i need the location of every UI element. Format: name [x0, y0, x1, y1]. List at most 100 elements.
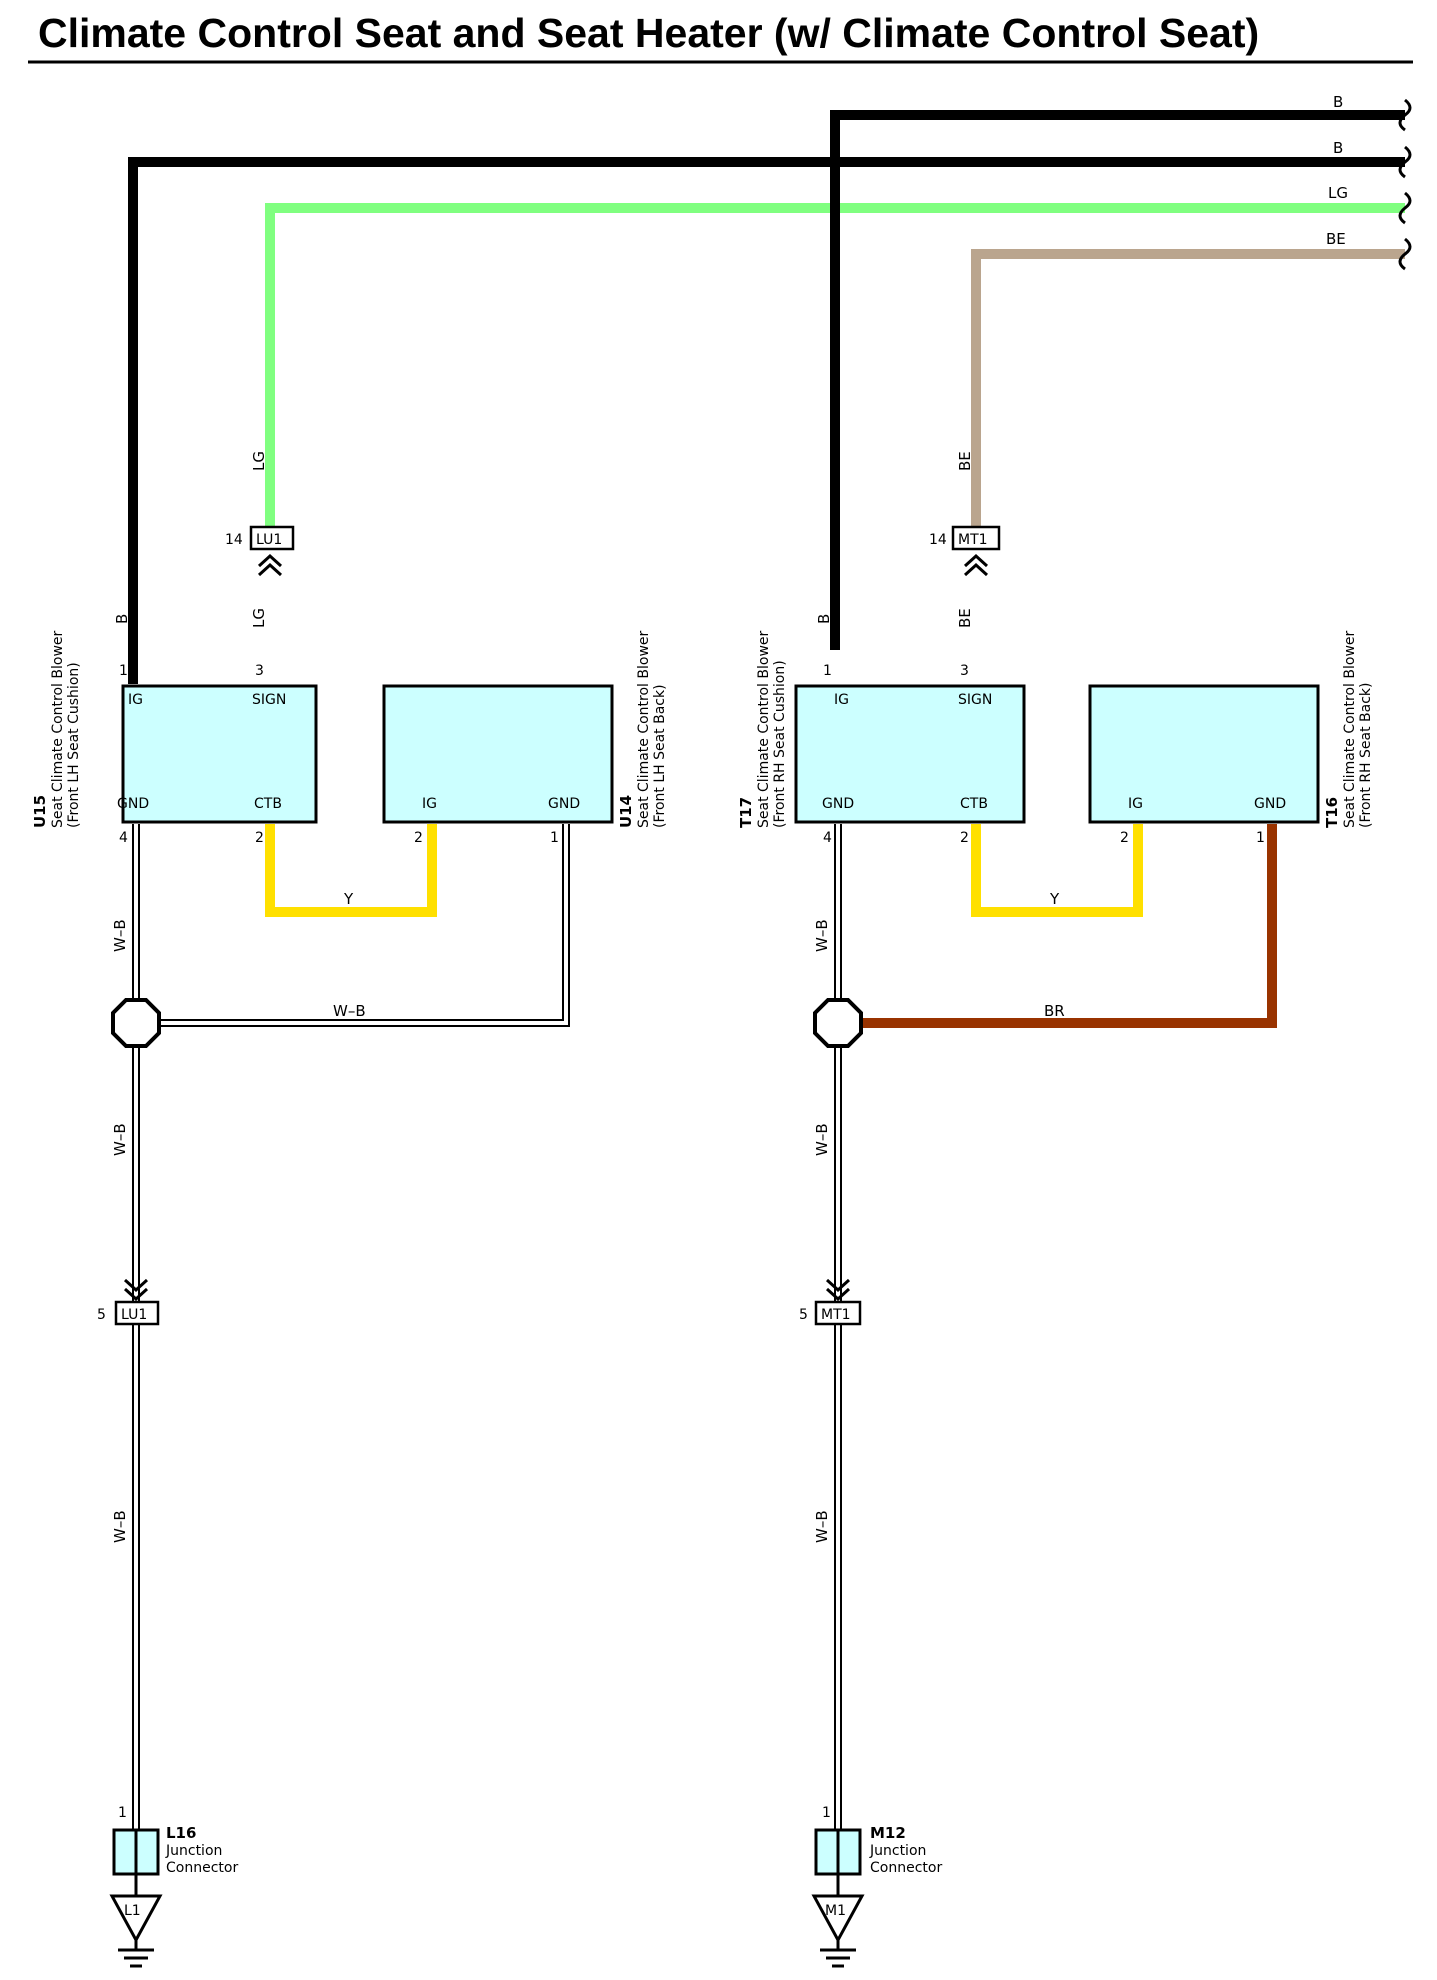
t16-pin-ig: IG [1128, 796, 1143, 812]
u14-id: U14 [617, 795, 635, 828]
wire-code-wb-left-3: W–B [111, 1510, 129, 1543]
wire-wb-left-branch [136, 824, 570, 1027]
wire-lg [265, 203, 1405, 548]
wire-code-wb-left-2: W–B [111, 1123, 129, 1156]
t17-pin-gnd: GND [822, 796, 854, 812]
u15-pin-num-ig: 1 [119, 663, 128, 679]
t17-note: (Front RH Seat Cushion) [772, 660, 788, 828]
ground-m1-label: M1 [825, 1903, 846, 1919]
connector-mt1-bottom [814, 1300, 862, 1326]
u15-pin-num-gnd: 4 [119, 830, 128, 846]
connector-mt1-bottom-arrows [825, 1278, 851, 1302]
t17-pin-num-gnd: 4 [823, 830, 832, 846]
connector-lu1-top [249, 525, 295, 551]
connector-lu1-bottom-arrows [123, 1278, 149, 1302]
l16-pin: 1 [118, 1805, 127, 1821]
connector-mt1-top [951, 525, 1001, 551]
wire-code-be-upper: BE [956, 451, 974, 471]
harness-wires [128, 98, 1412, 684]
wire-b-right [830, 110, 1405, 650]
t16-pin-num-ig: 2 [1120, 830, 1129, 846]
wire-y-right [971, 824, 1143, 917]
splice-right [813, 998, 863, 1048]
wire-code-wb-right-3: W–B [813, 1510, 831, 1543]
t17-pin-num-ig: 1 [823, 663, 832, 679]
u14-pin-ig: IG [422, 796, 437, 812]
page-title: Climate Control Seat and Seat Heater (w/… [38, 10, 1260, 56]
t17-pin-num-sign: 3 [960, 663, 969, 679]
connector-lu1-bottom [114, 1300, 160, 1326]
u15-pin-gnd: GND [117, 796, 149, 812]
u15-pin-num-sign: 3 [255, 663, 264, 679]
u14-pin-num-ig: 2 [414, 830, 423, 846]
m12-id: M12 [870, 1824, 906, 1842]
wire-code-lg-lower: LG [250, 608, 268, 628]
splice-left [111, 998, 161, 1048]
wire-code-b-second: B [1333, 139, 1343, 157]
connector-lu1-bottom-code: LU1 [121, 1307, 147, 1323]
component-u14 [382, 684, 614, 824]
u14-pin-num-gnd: 1 [550, 830, 559, 846]
t16-id: T16 [1323, 797, 1341, 828]
connector-mt1-top-pin: 14 [929, 532, 947, 548]
harness-wire-labels: B B LG BE [1326, 93, 1348, 248]
wire-code-lg-top: LG [1328, 184, 1348, 202]
t17-id: T17 [737, 797, 755, 828]
u15-pin-ig: IG [128, 692, 143, 708]
connector-mt1-bottom-code: MT1 [821, 1307, 851, 1323]
u15-pin-ctb: CTB [254, 796, 282, 812]
m12-line1: Junction [869, 1843, 926, 1859]
wire-code-wb-right-2: W–B [813, 1123, 831, 1156]
t17-pin-sign: SIGN [958, 692, 992, 708]
wire-be [971, 249, 1405, 548]
wire-code-b-left: B [113, 614, 131, 624]
component-t17 [794, 684, 1026, 824]
m12-pin: 1 [822, 1805, 831, 1821]
connector-lu1-top-pin: 14 [225, 532, 243, 548]
wire-code-be-lower: BE [956, 608, 974, 628]
wire-code-b-top: B [1333, 93, 1343, 111]
ground-l1-label: L1 [124, 1903, 141, 1919]
wire-code-y-left: Y [343, 890, 354, 908]
u15-pin-num-ctb: 2 [255, 830, 264, 846]
connector-mt1-top-code: MT1 [958, 532, 988, 548]
wire-code-wb-left-branch: W–B [333, 1002, 366, 1020]
ground-l1-triangle [109, 1894, 163, 1944]
right-circuit: BE BE B MT1 14 IG SIGN GND CTB 1 3 4 2 T… [737, 451, 1374, 1968]
connector-mt1-top-arrows [963, 553, 989, 577]
wire-code-b-right: B [815, 614, 833, 624]
wire-code-y-right: Y [1049, 890, 1060, 908]
u14-pin-gnd: GND [548, 796, 580, 812]
connector-lu1-top-code: LU1 [256, 532, 282, 548]
t16-pin-num-gnd: 1 [1256, 830, 1265, 846]
wire-code-be-top: BE [1326, 230, 1346, 248]
u15-id: U15 [31, 795, 49, 828]
l16-id: L16 [166, 1824, 196, 1842]
t16-note: (Front RH Seat Back) [1358, 683, 1374, 829]
t17-pin-ctb: CTB [960, 796, 988, 812]
t17-pin-num-ctb: 2 [960, 830, 969, 846]
component-t16 [1088, 684, 1320, 824]
l16-line2: Connector [166, 1860, 238, 1876]
t17-name: Seat Climate Control Blower [756, 630, 772, 828]
m12-line2: Connector [870, 1860, 942, 1876]
l16-line1: Junction [165, 1843, 222, 1859]
t16-pin-gnd: GND [1254, 796, 1286, 812]
u15-pin-sign: SIGN [252, 692, 286, 708]
wire-br [858, 824, 1277, 1028]
connector-lu1-top-arrows [257, 553, 283, 577]
wire-code-br: BR [1044, 1002, 1065, 1020]
u15-name: Seat Climate Control Blower [50, 630, 66, 828]
component-u15 [121, 684, 318, 824]
u14-note: (Front LH Seat Back) [652, 684, 668, 828]
wire-y-left [265, 824, 437, 917]
ground-m1-triangle [811, 1894, 865, 1944]
u14-name: Seat Climate Control Blower [636, 630, 652, 828]
wire-code-wb-right-1: W–B [813, 919, 831, 952]
u15-note: (Front LH Seat Cushion) [66, 662, 82, 828]
wire-b-left [128, 157, 1405, 684]
wire-code-lg-upper: LG [250, 451, 268, 471]
connector-lu1-bottom-pin: 5 [97, 1307, 106, 1323]
t16-name: Seat Climate Control Blower [1342, 630, 1358, 828]
